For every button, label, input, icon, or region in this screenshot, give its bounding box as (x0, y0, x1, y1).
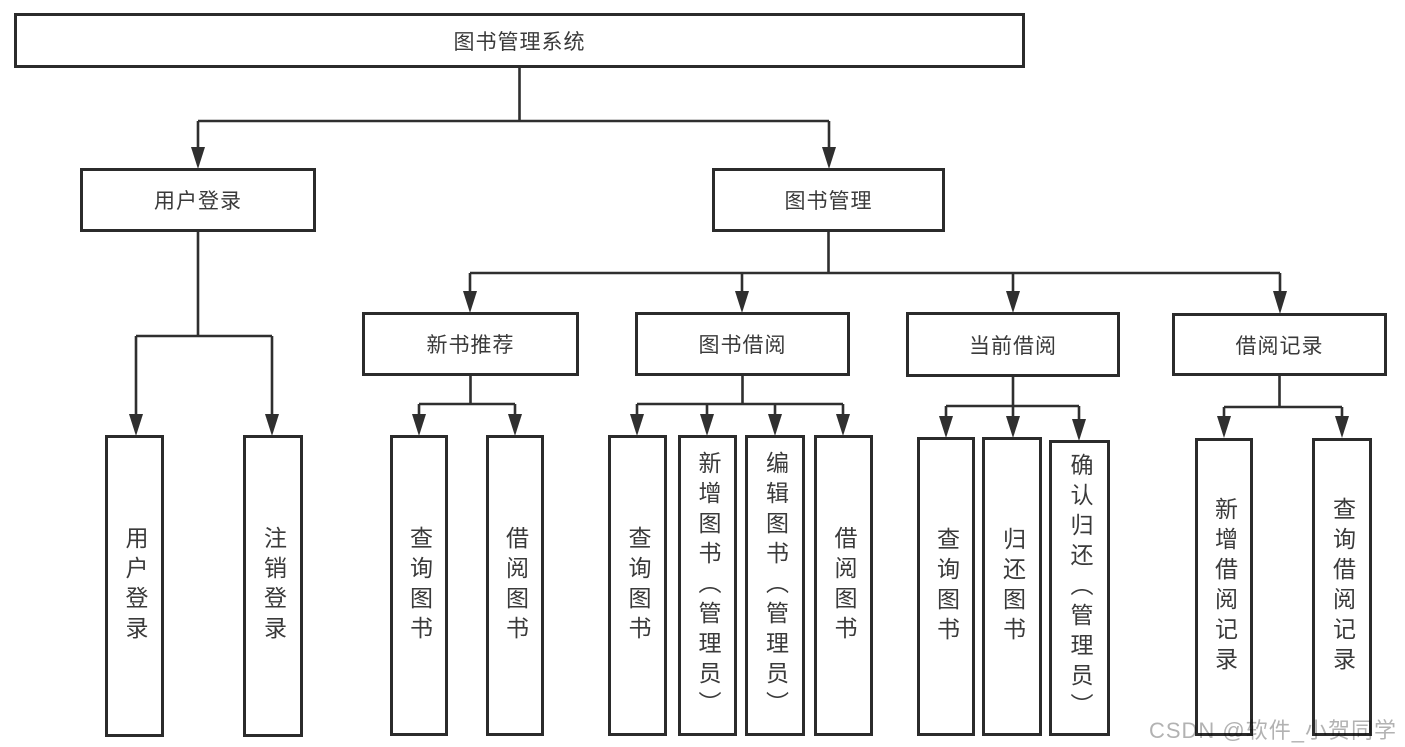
leaf-add-borrow-record: 新增借阅记录 (1195, 438, 1253, 736)
leaf-confirm-return-admin: 确认归还（管理员） (1049, 440, 1110, 736)
leaf-label: 新增借阅记录 (1211, 497, 1238, 677)
leaf-label: 确认归还（管理员） (1067, 453, 1093, 723)
leaf-return-book: 归还图书 (982, 437, 1042, 736)
leaf-query-books-current: 查询图书 (917, 437, 975, 736)
leaf-add-book-admin: 新增图书（管理员） (678, 435, 737, 736)
leaf-label: 查询图书 (933, 526, 960, 647)
node-current-borrow: 当前借阅 (906, 312, 1120, 377)
leaf-label: 查询图书 (406, 525, 433, 646)
leaf-query-borrow-record: 查询借阅记录 (1312, 438, 1372, 736)
leaf-label: 借阅图书 (831, 525, 857, 646)
leaf-label: 新增图书（管理员） (695, 450, 721, 721)
leaf-edit-book-admin: 编辑图书（管理员） (745, 435, 805, 736)
node-book-management: 图书管理 (712, 168, 945, 232)
leaf-label: 归还图书 (999, 526, 1026, 647)
node-library-system: 图书管理系统 (14, 13, 1025, 68)
leaf-label: 注销登录 (260, 526, 287, 646)
node-borrow-records: 借阅记录 (1172, 313, 1387, 376)
node-book-borrow: 图书借阅 (635, 312, 850, 376)
leaf-label: 编辑图书（管理员） (762, 450, 789, 721)
node-user-login: 用户登录 (80, 168, 316, 232)
csdn-watermark: CSDN @软件_小贺同学 (1148, 718, 1397, 743)
leaf-borrow-books: 借阅图书 (814, 435, 873, 736)
node-new-book-recommend: 新书推荐 (362, 312, 579, 376)
leaf-logout: 注销登录 (243, 435, 303, 737)
leaf-query-books-recommend: 查询图书 (390, 435, 448, 736)
leaf-label: 借阅图书 (502, 525, 529, 646)
leaf-borrow-books-recommend: 借阅图书 (486, 435, 544, 736)
leaf-label: 查询图书 (625, 525, 651, 646)
leaf-query-books-borrow: 查询图书 (608, 435, 667, 736)
leaf-user-login: 用户登录 (105, 435, 164, 737)
leaf-label: 用户登录 (122, 526, 148, 646)
leaf-label: 查询借阅记录 (1329, 497, 1356, 677)
